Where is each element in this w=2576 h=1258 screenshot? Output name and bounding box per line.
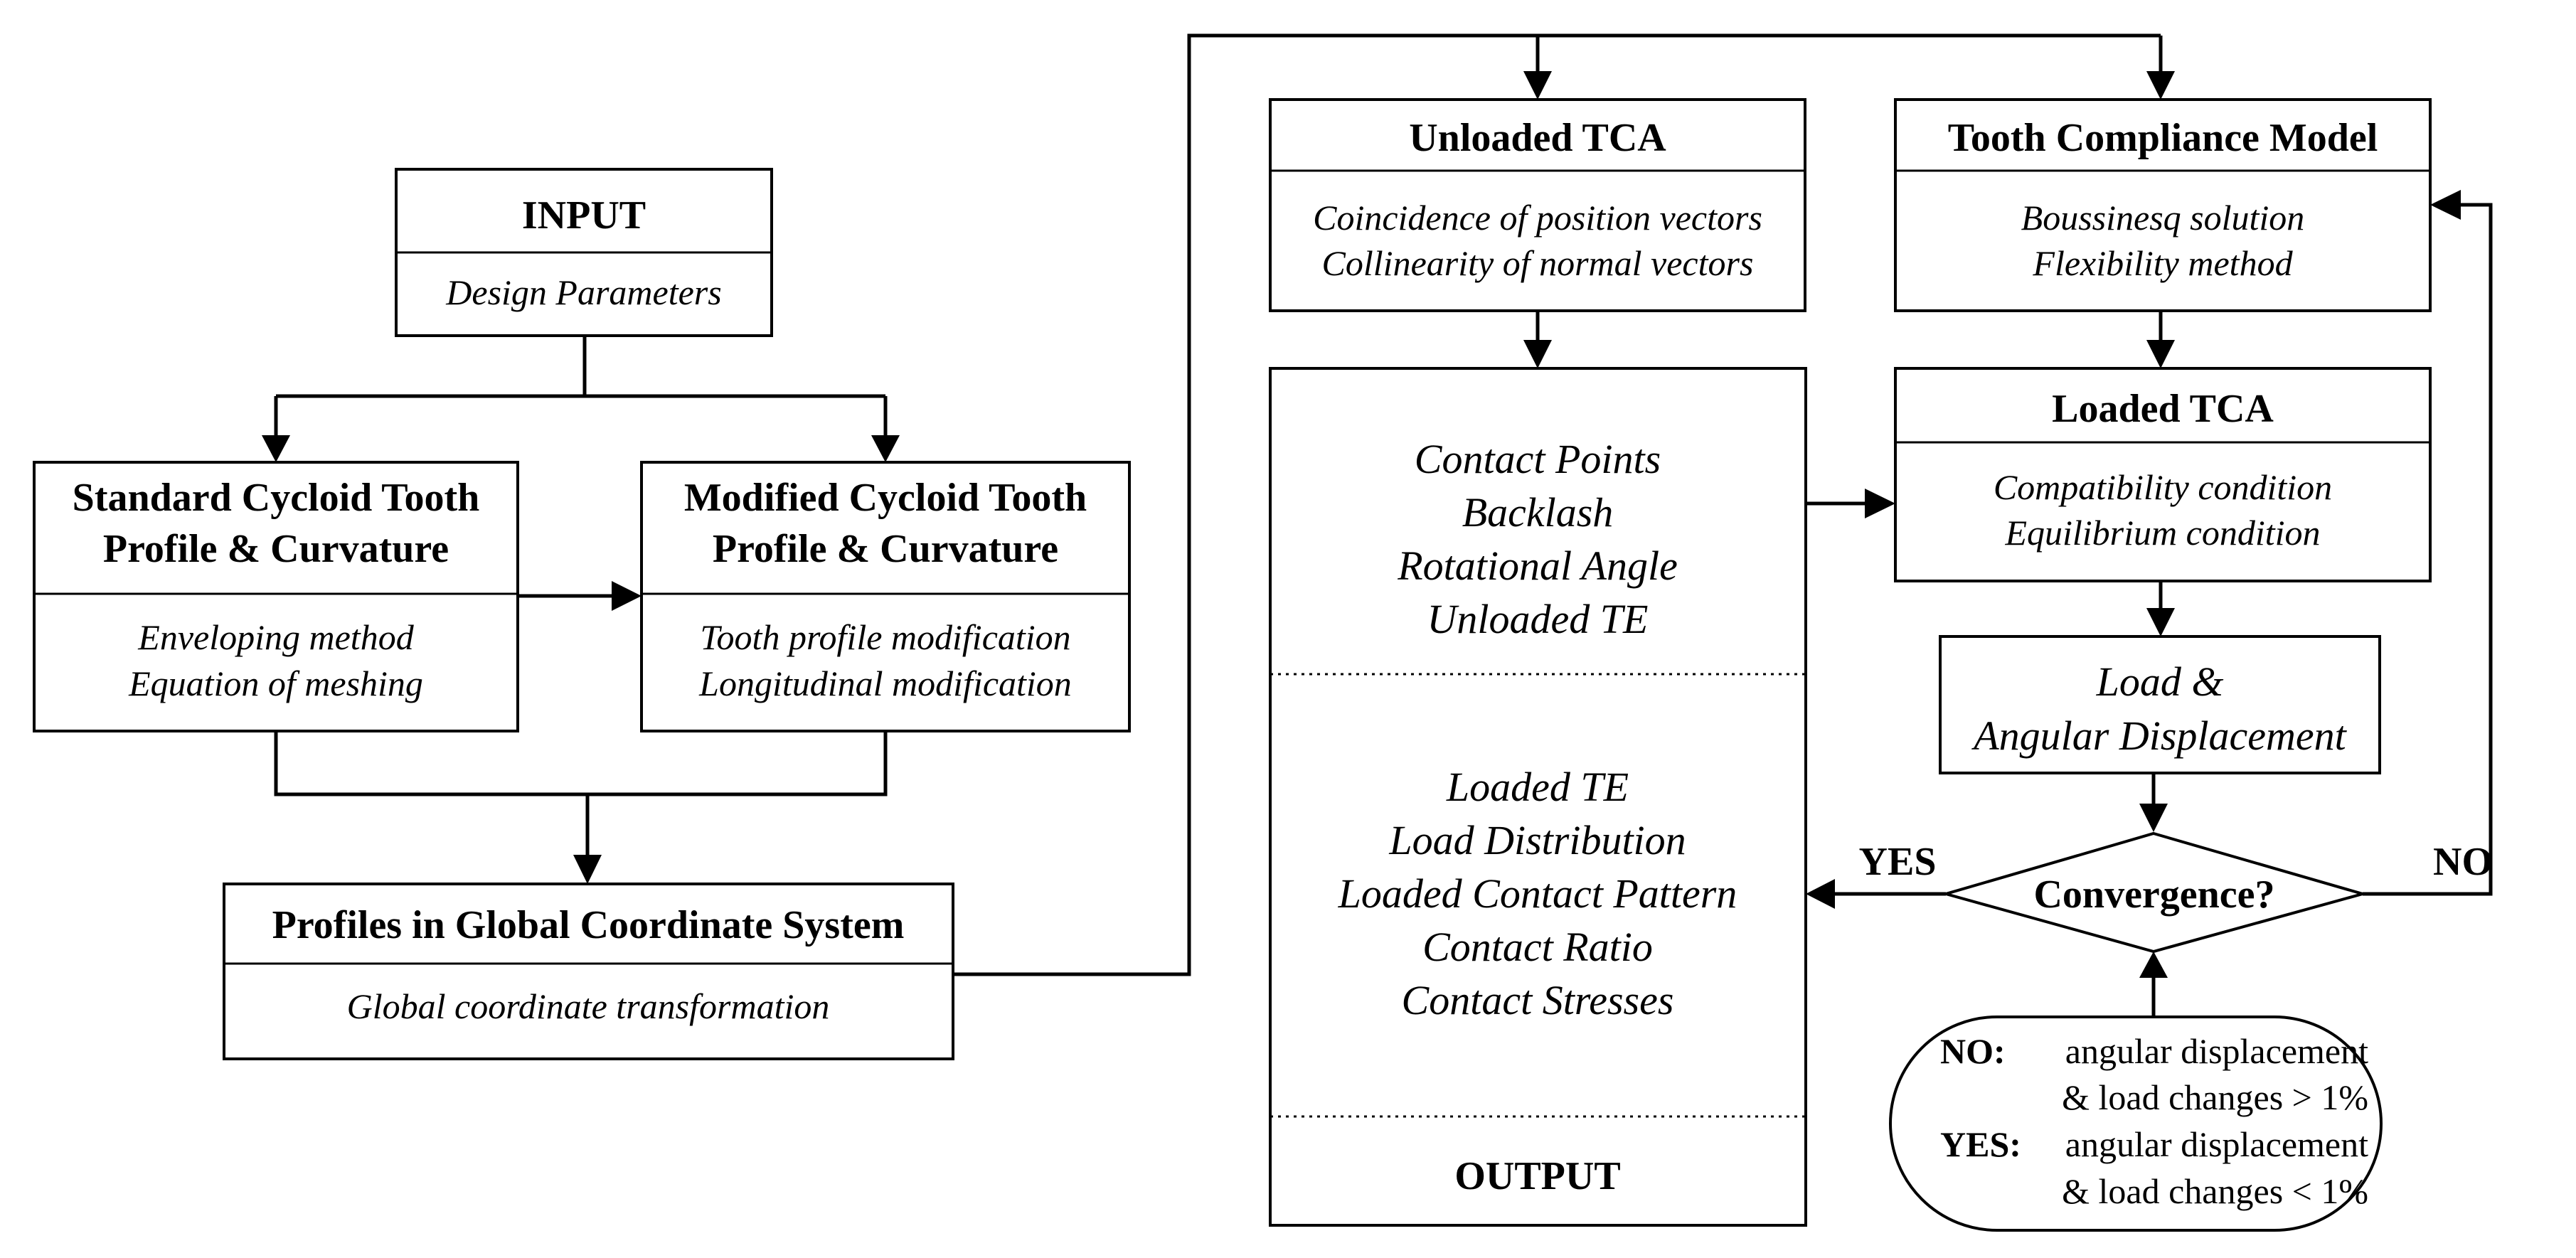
- criteria-yes-line2: & load changes < 1%: [2062, 1171, 2368, 1211]
- connector-profiles-merge: [274, 731, 888, 855]
- arrowhead-criteria-convergence: [2139, 952, 2168, 978]
- result-contact-stresses: Contact Stresses: [1402, 977, 1674, 1023]
- result-rotational-angle: Rotational Angle: [1397, 543, 1678, 589]
- input-box: INPUT Design Parameters: [395, 168, 773, 337]
- criteria-no-line1: angular displacement: [2065, 1031, 2368, 1071]
- result-contact-points: Contact Points: [1415, 436, 1661, 482]
- load-disp-line2: Angular Displacement: [1971, 713, 2347, 759]
- loaded-line1: Compatibility condition: [1994, 467, 2332, 507]
- global-title: Profiles in Global Coordinate System: [272, 903, 905, 947]
- arrowhead-to-convergence: [2139, 804, 2168, 832]
- load-disp-line1: Load &: [2096, 659, 2224, 705]
- unloaded-line2: Collinearity of normal vectors: [1322, 243, 1754, 283]
- load-displacement-box: Load & Angular Displacement: [1939, 635, 2381, 774]
- standard-method-line2: Equation of meshing: [128, 663, 423, 703]
- connectors: [262, 33, 2493, 1017]
- arrowhead-to-unloaded: [1523, 71, 1552, 100]
- connector-global-to-tca: [953, 33, 2163, 976]
- compliance-model-box: Tooth Compliance Model Boussinesq soluti…: [1894, 98, 2432, 312]
- arrowhead-to-global: [573, 855, 602, 884]
- unloaded-title: Unloaded TCA: [1409, 116, 1666, 160]
- convergence-decision: Convergence? YES NO: [1859, 831, 2493, 954]
- output-label: OUTPUT: [1454, 1154, 1620, 1198]
- convergence-no-label: NO: [2433, 840, 2493, 884]
- convergence-criteria: NO: angular displacement & load changes …: [1889, 1016, 2383, 1232]
- criteria-no-key: NO:: [1940, 1031, 2006, 1071]
- criteria-no-line2: & load changes > 1%: [2062, 1077, 2368, 1117]
- convergence-label: Convergence?: [2033, 873, 2274, 917]
- unloaded-tca-box: Unloaded TCA Coincidence of position vec…: [1269, 98, 1806, 312]
- arrowhead-to-results: [1523, 340, 1552, 368]
- arrowhead-to-standard: [262, 435, 290, 462]
- modified-title-line1: Modified Cycloid Tooth: [684, 476, 1087, 520]
- arrowhead-to-loaded: [1865, 489, 1895, 518]
- convergence-yes-label: YES: [1859, 840, 1937, 884]
- loaded-tca-box: Loaded TCA Compatibility condition Equil…: [1894, 367, 2432, 582]
- result-backlash: Backlash: [1462, 489, 1614, 535]
- standard-title-line1: Standard Cycloid Tooth: [73, 476, 480, 520]
- global-coordinate-box: Profiles in Global Coordinate System Glo…: [223, 883, 954, 1060]
- global-subtitle: Global coordinate transformation: [347, 986, 830, 1026]
- result-unloaded-te: Unloaded TE: [1427, 596, 1649, 642]
- results-box: Contact Points Backlash Rotational Angle…: [1269, 367, 1807, 1227]
- modified-method-line2: Longitudinal modification: [698, 663, 1072, 703]
- criteria-yes-key: YES:: [1940, 1124, 2021, 1164]
- arrowhead-compliance-loaded: [2146, 340, 2175, 368]
- criteria-yes-line1: angular displacement: [2065, 1124, 2368, 1164]
- result-loaded-te: Loaded TE: [1446, 764, 1629, 810]
- arrowhead-to-loaddisp: [2146, 608, 2175, 636]
- input-subtitle: Design Parameters: [445, 272, 721, 312]
- result-contact-ratio: Contact Ratio: [1422, 924, 1653, 970]
- arrowhead-to-modified: [871, 435, 900, 462]
- compliance-title: Tooth Compliance Model: [1948, 116, 2378, 160]
- loaded-line2: Equilibrium condition: [2004, 513, 2320, 553]
- compliance-line2: Flexibility method: [2032, 243, 2293, 283]
- standard-method-line1: Enveloping method: [137, 617, 414, 657]
- modified-title-line2: Profile & Curvature: [713, 527, 1058, 571]
- arrowhead-standard-modified: [612, 581, 642, 611]
- connector-input-split: [274, 336, 888, 435]
- arrowhead-no: [2430, 190, 2461, 220]
- loaded-title: Loaded TCA: [2052, 387, 2274, 431]
- standard-profile-box: Standard Cycloid Tooth Profile & Curvatu…: [33, 461, 519, 732]
- modified-method-line1: Tooth profile modification: [700, 617, 1070, 657]
- unloaded-line1: Coincidence of position vectors: [1313, 198, 1762, 238]
- result-loaded-contact-pattern: Loaded Contact Pattern: [1338, 870, 1737, 917]
- standard-title-line2: Profile & Curvature: [103, 527, 449, 571]
- connector-no: [2363, 203, 2493, 896]
- arrowhead-to-compliance: [2146, 71, 2175, 100]
- input-title: INPUT: [522, 193, 646, 238]
- result-load-distribution: Load Distribution: [1388, 817, 1686, 863]
- arrowhead-yes: [1806, 879, 1835, 909]
- compliance-line1: Boussinesq solution: [2021, 198, 2305, 238]
- modified-profile-box: Modified Cycloid Tooth Profile & Curvatu…: [640, 461, 1131, 732]
